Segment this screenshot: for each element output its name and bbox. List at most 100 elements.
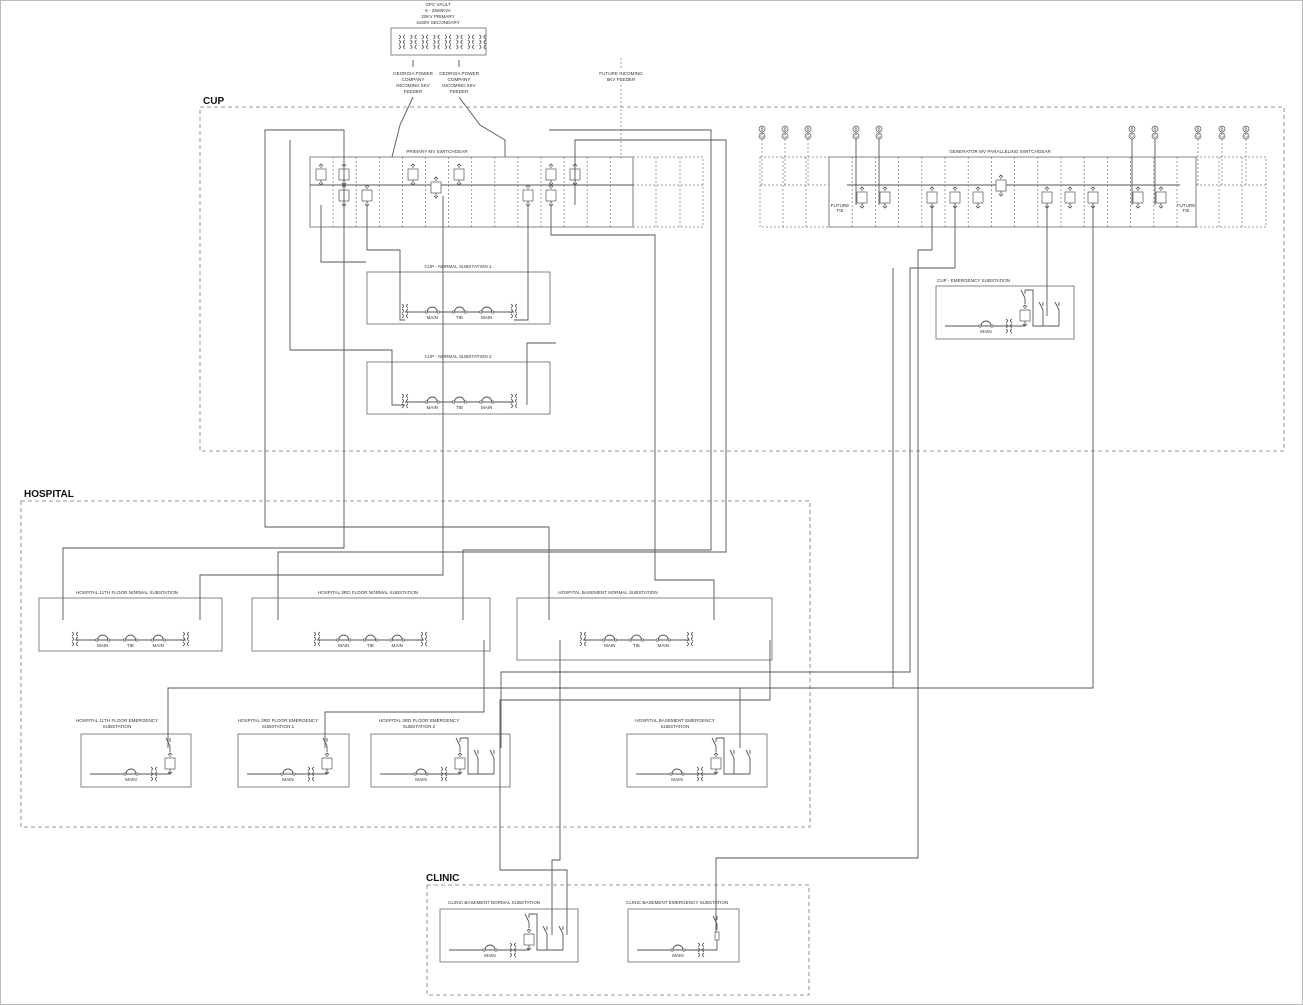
- gpc-feeder-2-label: GEORGIA POWER COMPANY INCOMING 5KV FEEDE…: [439, 71, 480, 94]
- svg-text:G: G: [1220, 134, 1224, 139]
- svg-text:COMPANY: COMPANY: [402, 77, 425, 82]
- breaker-label: MAIN: [427, 315, 438, 320]
- substation-clinic-emergency: CLINIC BASEMENT EMERGENCY SUBSTATION MAI…: [626, 900, 740, 963]
- breaker-icon: TIE: [628, 634, 645, 648]
- breaker-icon: TIE: [362, 634, 379, 648]
- breaker-drawout-icon: [1087, 186, 1099, 209]
- transformer-icon: [182, 631, 190, 647]
- disconnect-switch-icon: [1038, 301, 1044, 316]
- breaker-label: MAIN: [427, 405, 438, 410]
- breaker-icon: TIE: [122, 634, 139, 648]
- breaker-drawout-icon: [545, 163, 557, 186]
- svg-text:B: B: [1130, 127, 1133, 132]
- disconnect-switch-icon: [455, 737, 461, 752]
- svg-text:G: G: [854, 134, 858, 139]
- disconnect-switch-icon: [711, 737, 717, 752]
- breaker-drawout-icon: [949, 186, 961, 209]
- breaker-drawout-icon: [856, 186, 868, 209]
- generator-future-sections-left: [759, 156, 830, 228]
- svg-text:TIE: TIE: [836, 208, 843, 213]
- breaker-label: TIE: [367, 643, 374, 648]
- svg-text:FUTURE: FUTURE: [831, 203, 850, 208]
- breaker-drawout-icon: [407, 163, 419, 186]
- vault-transformers: [398, 34, 486, 50]
- generator-icon: BG: [875, 125, 883, 205]
- vault-title-line-1: GPC VAULT: [425, 2, 451, 7]
- breaker-icon: MAIN: [280, 768, 296, 782]
- breaker-label: MAIN: [980, 329, 991, 334]
- svg-text:SUBSTATION 2: SUBSTATION 2: [403, 724, 436, 729]
- breaker-label: MAIN: [125, 777, 136, 782]
- svg-text:B: B: [783, 127, 786, 132]
- gpc-feeder-1-label: GEORGIA POWER COMPANY INCOMING 5KV FEEDE…: [393, 71, 434, 94]
- gpc-vault: GPC VAULT 8 - 2500KVA 20KV PRIMARY 4160V…: [390, 2, 643, 158]
- vault-enclosure: [390, 27, 487, 56]
- generator-icon: BG: [1128, 125, 1136, 205]
- clinic-normal-title: CLINIC BASEMENT NORMAL SUBSTATION: [448, 900, 540, 905]
- breaker-drawout-icon: [1019, 304, 1031, 327]
- gpc-feeder-2-line: [458, 96, 506, 157]
- zone-cup-title: CUP: [203, 96, 224, 107]
- generator-cells: [782, 157, 1243, 227]
- breaker-icon: MAIN: [123, 768, 139, 782]
- transformer-icon: [440, 766, 448, 782]
- transformer-icon: [509, 942, 517, 958]
- hosp-bsmt-normal-title: HOSPITAL BASEMENT NORMAL SUBSTATION: [558, 590, 657, 595]
- transformer-icon: [467, 34, 475, 50]
- substation-hospital-3rd-emergency-2: HOSPITAL 3RD FLOOR EMERGENCY SUBSTATION …: [370, 718, 511, 788]
- breaker-label: TIE: [127, 643, 134, 648]
- transformer-icon: [479, 34, 486, 50]
- breaker-drawout-icon: [972, 186, 984, 209]
- breaker-icon: MAIN: [424, 306, 440, 320]
- clinic-emergency-title: CLINIC BASEMENT EMERGENCY SUBSTATION: [626, 900, 728, 905]
- svg-text:B: B: [1220, 127, 1223, 132]
- generator-switchgear-title: GENERATOR MV PARALLELING SWITCHGEAR: [949, 149, 1051, 154]
- generator-future-sections-right: [1195, 156, 1267, 228]
- transformer-icon: [510, 393, 518, 409]
- transformer-icon: [398, 34, 406, 50]
- substation-clinic-normal: CLINIC BASEMENT NORMAL SUBSTATION MAIN: [439, 900, 579, 963]
- breaker-drawout-icon: [522, 184, 534, 207]
- svg-text:GEORGIA POWER: GEORGIA POWER: [393, 71, 434, 76]
- svg-text:G: G: [783, 134, 787, 139]
- breaker-drawout-icon: [926, 186, 938, 209]
- svg-text:G: G: [1196, 134, 1200, 139]
- svg-text:HOSPITAL 3RD FLOOR EMERGENCY: HOSPITAL 3RD FLOOR EMERGENCY: [379, 718, 460, 723]
- substation-cup-emergency: CUP - EMERGENCY SUBSTATION MAIN: [935, 278, 1075, 340]
- substation-hospital-basement-emergency: HOSPITAL BASEMENT EMERGENCY SUBSTATION M…: [626, 718, 768, 788]
- future-feeder-label: FUTURE INCOMING 5KV FEEDER: [599, 71, 643, 82]
- transformer-icon: [421, 34, 429, 50]
- disconnect-switch-icon: [165, 737, 171, 752]
- svg-text:B: B: [806, 127, 809, 132]
- transformer-icon: [307, 766, 315, 782]
- cup-emergency-title: CUP - EMERGENCY SUBSTATION: [937, 278, 1010, 283]
- svg-text:FEEDER: FEEDER: [404, 89, 423, 94]
- cup-normal-2-title: CUP - NORMAL SUBSTATION 2: [425, 354, 492, 359]
- transformer-icon: [579, 631, 587, 647]
- breaker-label: TIE: [456, 315, 463, 320]
- primary-mv-switchgear: PRIMARY MV SWITCHGEAR: [309, 149, 704, 228]
- svg-text:G: G: [1130, 134, 1134, 139]
- transformer-icon: [420, 631, 428, 647]
- transformer-icon: [150, 766, 158, 782]
- breaker-drawout-icon: [545, 184, 557, 207]
- svg-text:B: B: [1153, 127, 1156, 132]
- breaker-label: MAIN: [415, 777, 426, 782]
- disconnect-switch-icon: [558, 925, 564, 940]
- hosp-11-normal-title: HOSPITAL 11TH FLOOR NORMAL SUBSTATION: [76, 590, 178, 595]
- breaker-label: TIE: [456, 405, 463, 410]
- breaker-label: MAIN: [338, 643, 349, 648]
- disconnect-switch-icon: [473, 749, 479, 764]
- breaker-drawout-icon: [321, 752, 333, 775]
- transformer-icon: [444, 34, 452, 50]
- gpc-feeder-1-line: [391, 96, 414, 158]
- svg-text:SUBSTATION: SUBSTATION: [103, 724, 132, 729]
- substation-hospital-basement-normal: HOSPITAL BASEMENT NORMAL SUBSTATION MAIN…: [516, 590, 773, 661]
- breaker-icon: MAIN: [389, 634, 405, 648]
- breaker-drawout-icon: [1132, 186, 1144, 209]
- future-generator-icon: BG: [804, 125, 812, 185]
- transformer-icon: [71, 631, 79, 647]
- transformer-icon: [313, 631, 321, 647]
